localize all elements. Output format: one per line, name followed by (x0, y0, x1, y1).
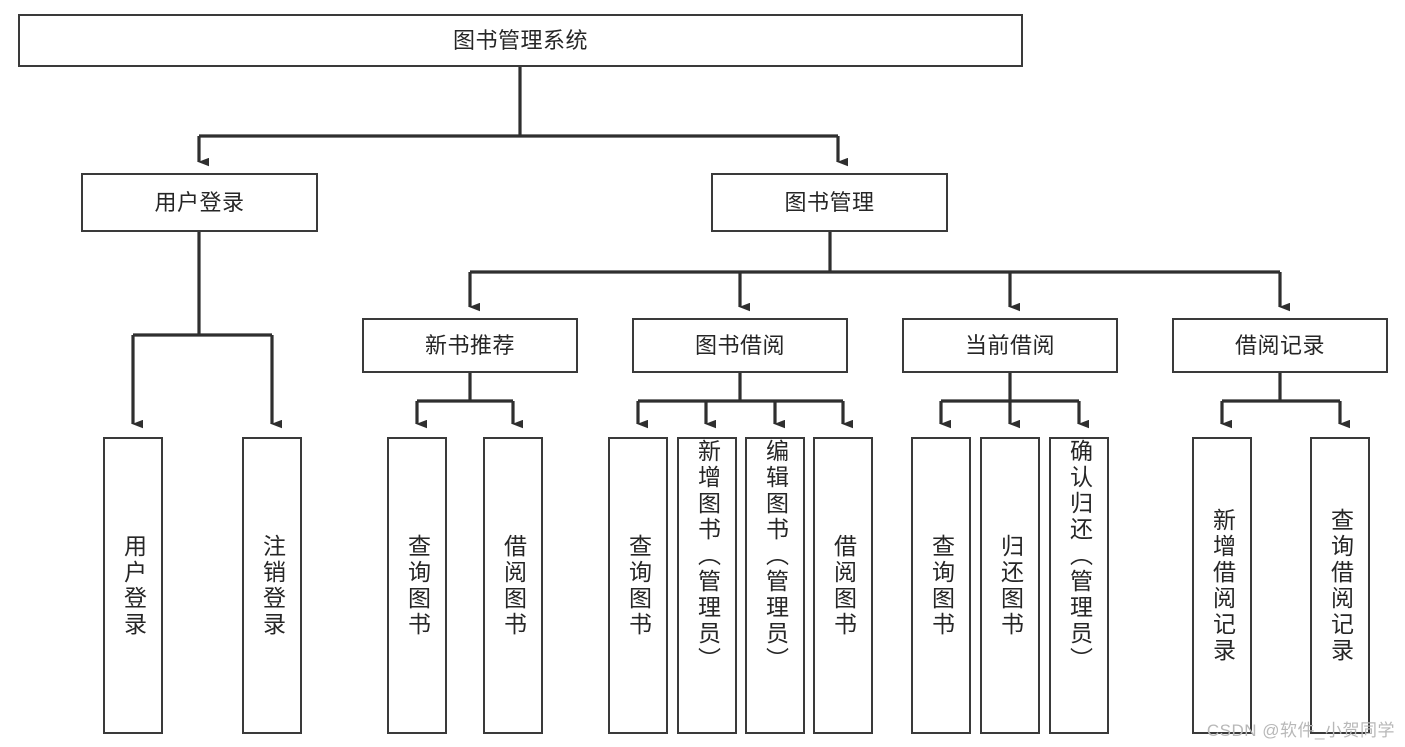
node-book-borrow[interactable]: 图书借阅 (632, 318, 848, 373)
node-leaf-confirm-return[interactable]: 确认归还（管理员） (1049, 437, 1109, 734)
node-leaf-return-book[interactable]: 归还图书 (980, 437, 1040, 734)
node-label: 当前借阅 (964, 332, 1055, 358)
node-label: 归还图书 (997, 533, 1024, 638)
node-label: 图书管理系统 (452, 27, 588, 53)
node-current-borrow[interactable]: 当前借阅 (902, 318, 1118, 373)
node-label: 编辑图书（管理员） (762, 439, 789, 673)
node-label: 新增借阅记录 (1209, 507, 1236, 664)
node-label: 借阅记录 (1234, 332, 1325, 358)
node-leaf-edit-book[interactable]: 编辑图书（管理员） (745, 437, 805, 734)
node-label: 借阅图书 (830, 533, 857, 638)
node-label: 图书借阅 (694, 332, 785, 358)
node-label: 新增图书（管理员） (694, 439, 721, 673)
node-leaf-query-book-recommend[interactable]: 查询图书 (387, 437, 447, 734)
node-leaf-logout[interactable]: 注销登录 (242, 437, 302, 734)
watermark-text: CSDN @软件_小贺同学 (1206, 721, 1395, 740)
node-leaf-query-borrow-record[interactable]: 查询借阅记录 (1310, 437, 1370, 734)
node-label: 确认归还（管理员） (1066, 439, 1093, 673)
node-leaf-add-borrow-record[interactable]: 新增借阅记录 (1192, 437, 1252, 734)
node-leaf-query-book-current[interactable]: 查询图书 (911, 437, 971, 734)
node-leaf-query-book-borrow[interactable]: 查询图书 (608, 437, 668, 734)
node-new-book-recommend[interactable]: 新书推荐 (362, 318, 578, 373)
node-label: 用户登录 (154, 189, 245, 215)
node-label: 注销登录 (259, 533, 286, 638)
node-label: 查询图书 (928, 533, 955, 638)
node-label: 查询图书 (404, 533, 431, 638)
node-user-login[interactable]: 用户登录 (81, 173, 318, 232)
node-borrow-record[interactable]: 借阅记录 (1172, 318, 1388, 373)
node-leaf-borrow-book-recommend[interactable]: 借阅图书 (483, 437, 543, 734)
node-label: 查询图书 (625, 533, 652, 638)
node-book-manage[interactable]: 图书管理 (711, 173, 948, 232)
node-label: 新书推荐 (424, 332, 515, 358)
node-label: 用户登录 (120, 533, 147, 638)
node-leaf-borrow-book[interactable]: 借阅图书 (813, 437, 873, 734)
node-leaf-add-book[interactable]: 新增图书（管理员） (677, 437, 737, 734)
node-label: 查询借阅记录 (1327, 507, 1354, 664)
node-label: 图书管理 (784, 189, 875, 215)
node-label: 借阅图书 (500, 533, 527, 638)
node-leaf-user-login[interactable]: 用户登录 (103, 437, 163, 734)
node-root-system[interactable]: 图书管理系统 (18, 14, 1023, 67)
